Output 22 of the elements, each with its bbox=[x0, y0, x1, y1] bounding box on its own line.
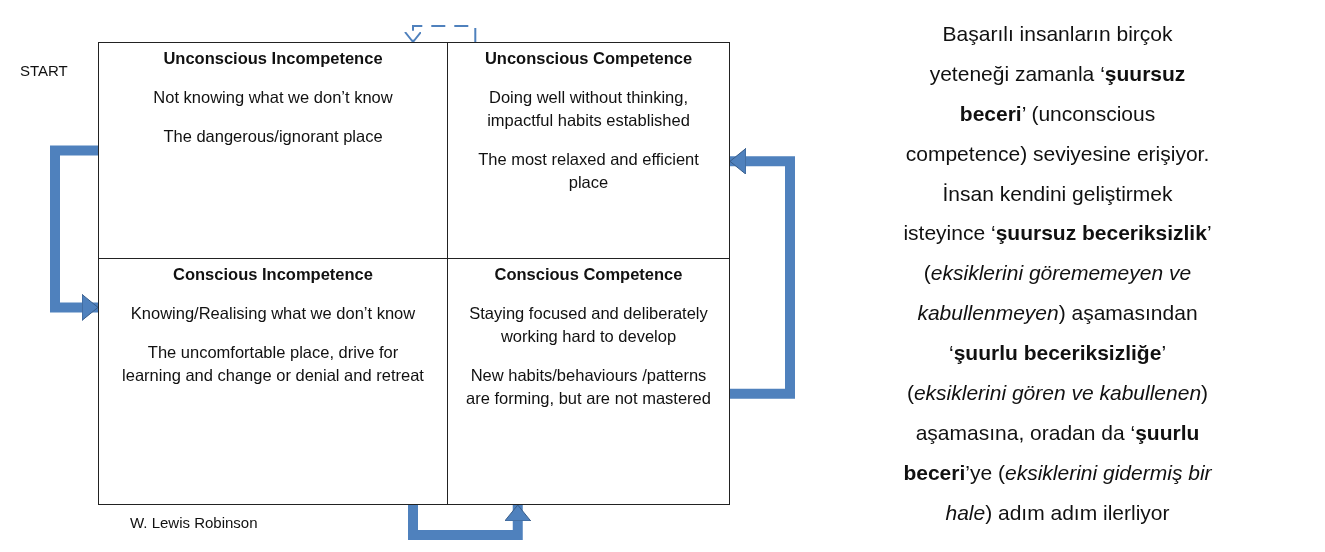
start-label: START bbox=[20, 62, 69, 79]
quadrant-heading: Conscious Competence bbox=[493, 265, 684, 284]
quadrant-description: The uncomfortable place, drive for learning and change or denial and retreat bbox=[121, 342, 425, 387]
quadrant-heading: Conscious Incompetence bbox=[172, 265, 374, 284]
arrow bbox=[404, 25, 477, 43]
quadrant-description: Staying focused and deliberately working hard to develop bbox=[468, 303, 709, 348]
quadrant-cell bbox=[447, 258, 730, 505]
arrow bbox=[408, 504, 532, 540]
quadrant-description: The dangerous/ignorant place bbox=[162, 126, 384, 148]
quadrant-heading: Unconscious Incompetence bbox=[162, 49, 384, 68]
quadrant-cell bbox=[98, 42, 448, 259]
quadrant-description: New habits/behaviours /patterns are forming, but are not mastered bbox=[465, 365, 712, 410]
quadrant-description: Doing well without thinking, impactful habits established bbox=[486, 87, 691, 132]
arrow bbox=[729, 147, 795, 399]
description-paragraph: Başarılı insanların birçok yeteneği zamanla ‘şuursuz beceri’ (unconscious competence) seviyesine erişiyor. İnsan kendini geliştirmek isteyince ‘şuursuz beceriksizlik’ (eksiklerini görememeyen ve kabullenmeyen) aşamasından ‘şuurlu beceriksizliğe’ (eksiklerini gören ve kabullenen) aşamasına, oradan da ‘şuurlu beceri’ye (eksiklerini gidermiş bir hale) adım adım ilerliyor bbox=[902, 21, 1213, 526]
quadrant-cell bbox=[98, 258, 448, 505]
quadrant-description: Not knowing what we don’t know bbox=[152, 87, 394, 108]
author-credit: W. Lewis Robinson bbox=[130, 514, 259, 531]
quadrant-heading: Unconscious Competence bbox=[483, 49, 694, 68]
quadrant-description: The most relaxed and efficient place bbox=[477, 149, 700, 194]
quadrant-description: Knowing/Realising what we don’t know bbox=[129, 303, 417, 324]
quadrant-cell bbox=[447, 42, 730, 259]
